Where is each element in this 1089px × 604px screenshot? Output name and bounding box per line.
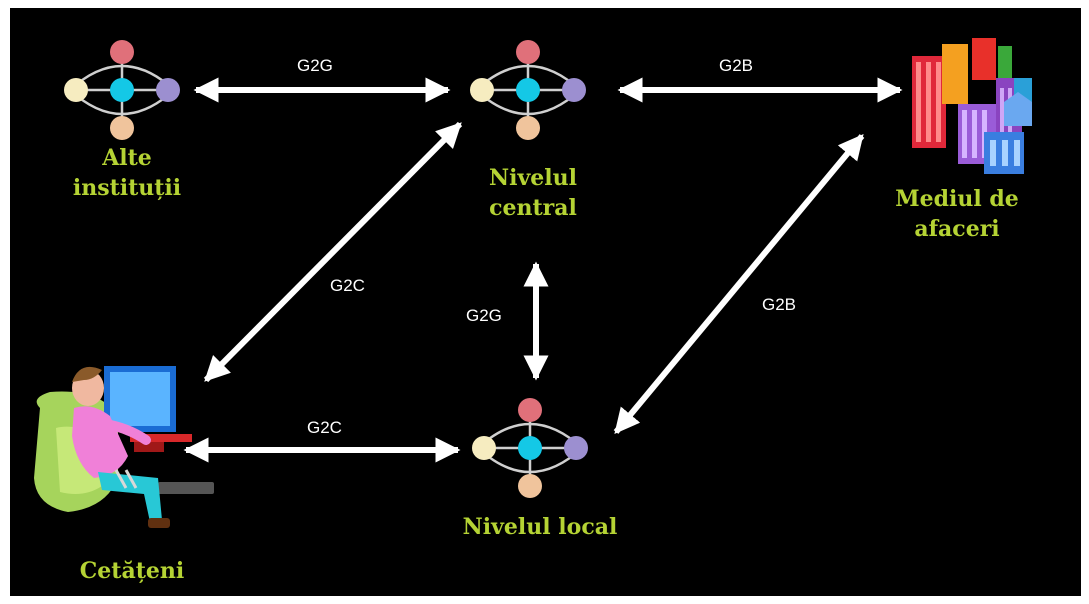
- node-label-line: central: [489, 195, 577, 221]
- node-label-line: afaceri: [914, 216, 1000, 242]
- edge-label-g2g-top: G2G: [297, 56, 333, 75]
- citizen-at-computer-icon: [34, 366, 214, 528]
- arrow-cetateni-nivelul-central: [203, 121, 463, 383]
- node-label-line: Alte: [102, 145, 152, 171]
- alte-institutii-network-icon: [62, 38, 182, 142]
- nivelul-local-network-icon: [470, 396, 590, 500]
- node-label-nivelul-local: Nivelul local: [462, 514, 618, 540]
- arrow-mediul-de-afaceri-nivelul-local: [613, 134, 865, 434]
- diagram-graphic: [34, 38, 1032, 528]
- edge-label-g2b-diagonal: G2B: [762, 295, 797, 314]
- diagram-canvas: Alte instituții Nivelul central Mediul d…: [10, 8, 1081, 596]
- nivelul-central-network-icon: [468, 38, 588, 142]
- node-label-cetateni: Cetățeni: [79, 558, 185, 584]
- office-buildings-icon: [912, 38, 1032, 174]
- node-label-line: instituții: [72, 175, 182, 201]
- node-label-mediul-de-afaceri: Mediul de afaceri: [882, 184, 1032, 244]
- edge-label-g2g-vertical: G2G: [466, 306, 502, 325]
- edge-label-g2b-top: G2B: [719, 56, 754, 75]
- node-label-alte-institutii: Alte instituții: [62, 143, 192, 203]
- node-label-line: Nivelul: [489, 165, 577, 191]
- node-label-line: Mediul de: [895, 186, 1019, 212]
- node-label-nivelul-central: Nivelul central: [468, 163, 598, 223]
- edge-label-g2c-diagonal: G2C: [330, 276, 365, 295]
- edge-label-g2c-bottom: G2C: [307, 418, 342, 437]
